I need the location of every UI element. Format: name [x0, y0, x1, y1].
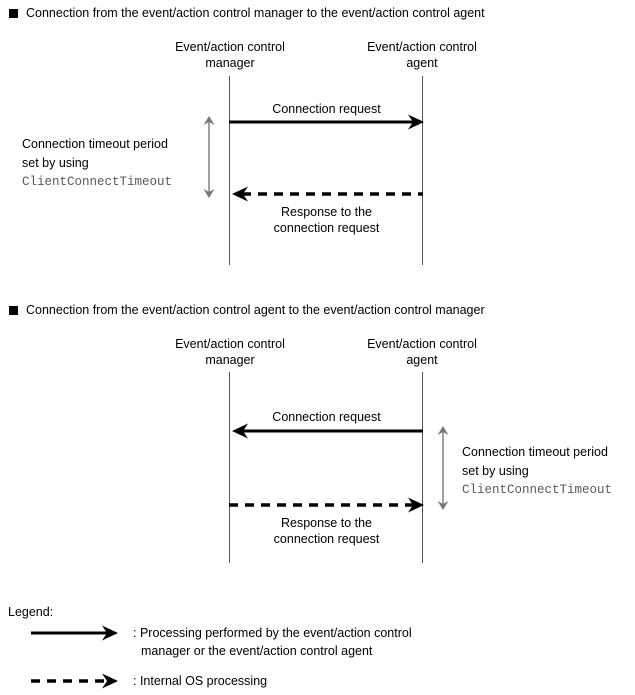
- section-1-actor-manager-label: Event/action control manager: [150, 39, 310, 71]
- legend-solid-arrow-icon: [31, 625, 118, 641]
- timeout-note-line1: Connection timeout period: [462, 445, 608, 459]
- section-2-timeout-span-arrow: [437, 426, 449, 510]
- section-1-heading: Connection from the event/action control…: [9, 6, 485, 21]
- section-2-message-1-arrow: [232, 423, 423, 439]
- actor-label-line2: manager: [205, 353, 255, 367]
- section-2-heading: Connection from the event/action control…: [9, 303, 485, 318]
- legend-entry-2-text: : Internal OS processing: [133, 672, 267, 690]
- message-label-line2: connection request: [273, 221, 380, 235]
- section-2-message-2-arrow: [229, 497, 424, 513]
- legend-entry-1-line1: : Processing performed by the event/acti…: [133, 626, 412, 640]
- timeout-note-line2: set by using: [22, 156, 89, 170]
- section-1-message-1-label: Connection request: [230, 101, 423, 117]
- actor-label-line2: agent: [406, 56, 438, 70]
- section-1-message-2-arrow: [232, 186, 423, 202]
- timeout-note-parameter: ClientConnectTimeout: [22, 175, 173, 189]
- actor-label-line2: agent: [406, 353, 438, 367]
- section-1-lifeline-agent: [422, 76, 423, 265]
- legend-entry-1-line2: manager or the event/action control agen…: [141, 644, 373, 658]
- section-1-actor-agent-label: Event/action control agent: [342, 39, 502, 71]
- section-2-message-1-label: Connection request: [230, 409, 423, 425]
- section-2-lifeline-agent: [422, 372, 423, 563]
- section-1-message-1-arrow: [229, 114, 424, 130]
- message-label-text: Connection request: [272, 102, 381, 116]
- legend-entry-2-line1: : Internal OS processing: [133, 674, 268, 688]
- section-1-lifeline-manager: [229, 76, 230, 265]
- section-1-timeout-note: Connection timeout period set by using C…: [22, 135, 202, 192]
- section-2-actor-agent-label: Event/action control agent: [342, 336, 502, 368]
- section-1-heading-text: Connection from the event/action control…: [26, 6, 485, 20]
- timeout-note-parameter: ClientConnectTimeout: [462, 483, 613, 497]
- section-2-message-2-label: Response to the connection request: [230, 515, 423, 547]
- legend-entry-1-text: : Processing performed by the event/acti…: [133, 624, 412, 660]
- bullet-square-icon: [9, 9, 18, 18]
- legend-title: Legend:: [8, 605, 54, 619]
- timeout-note-line2: set by using: [462, 464, 529, 478]
- section-1-message-2-label: Response to the connection request: [230, 204, 423, 236]
- message-label-line1: Response to the: [280, 205, 373, 219]
- actor-label-line1: Event/action control: [367, 337, 477, 351]
- section-2-actor-manager-label: Event/action control manager: [150, 336, 310, 368]
- section-1-timeout-span-arrow: [203, 116, 215, 198]
- actor-label-line1: Event/action control: [175, 40, 285, 54]
- legend-dashed-arrow-icon: [31, 673, 118, 689]
- message-label-line1: Response to the: [280, 516, 373, 530]
- message-label-text: Connection request: [272, 410, 381, 424]
- message-label-line2: connection request: [273, 532, 380, 546]
- section-2-timeout-note: Connection timeout period set by using C…: [462, 443, 635, 500]
- timeout-note-line1: Connection timeout period: [22, 137, 168, 151]
- actor-label-line1: Event/action control: [367, 40, 477, 54]
- actor-label-line2: manager: [205, 56, 255, 70]
- actor-label-line1: Event/action control: [175, 337, 285, 351]
- section-2-lifeline-manager: [229, 372, 230, 563]
- bullet-square-icon: [9, 306, 18, 315]
- section-2-heading-text: Connection from the event/action control…: [26, 303, 485, 317]
